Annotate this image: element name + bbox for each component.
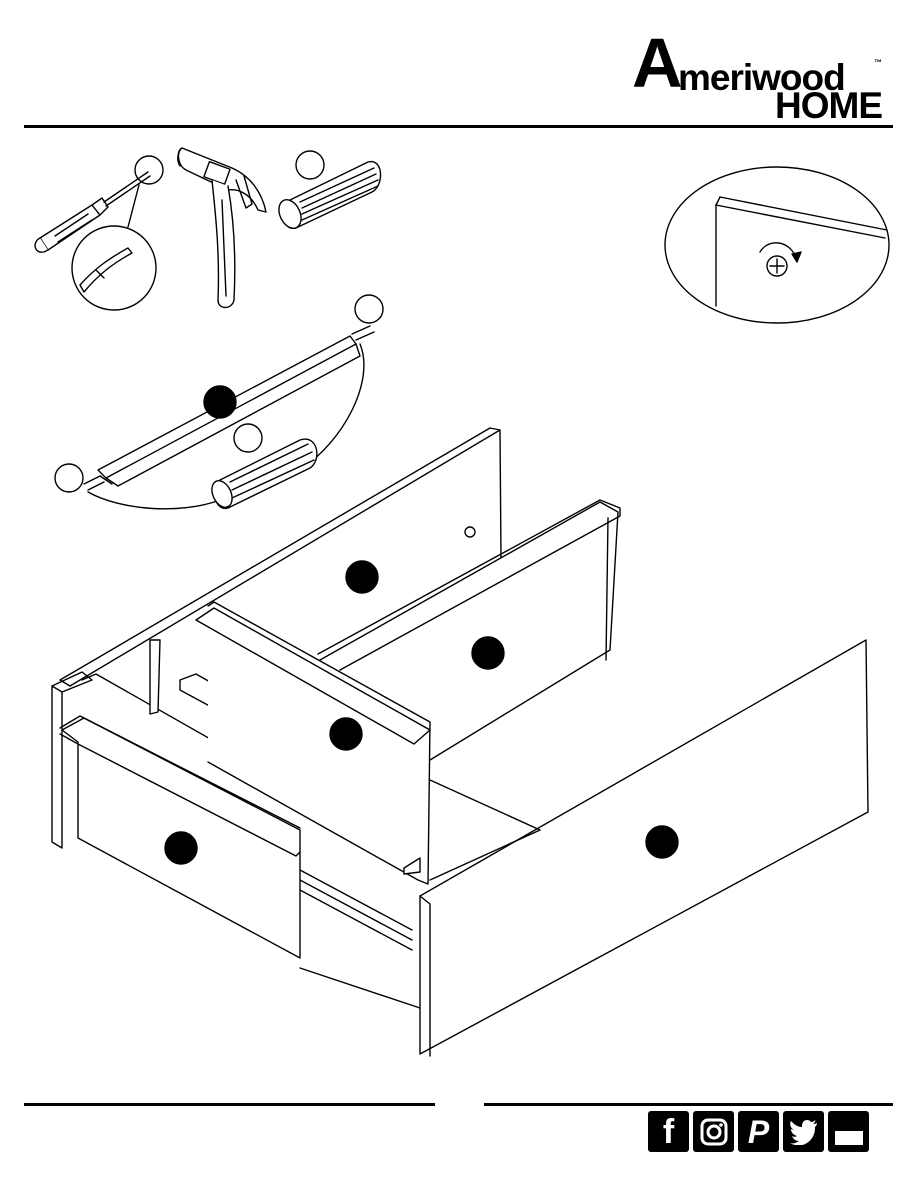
assembly-drawing [0,130,918,1100]
brand-initial: A [632,28,681,98]
brand-logo: A meriwood ™ HOME [632,28,882,123]
cabinet-assembly [52,428,868,1056]
facebook-glyph: f [663,1115,674,1149]
footer-divider-left [24,1103,435,1106]
pinterest-icon[interactable]: P [738,1111,779,1152]
footer-divider-right [484,1103,893,1106]
rail-part [55,295,383,510]
dowel-icon [275,151,381,232]
pinterest-glyph: P [748,1116,769,1148]
trademark-mark: ™ [874,58,882,67]
twitter-glyph [789,1119,819,1145]
social-links: f P [648,1111,869,1155]
header-divider [24,125,893,128]
screwdriver-icon [35,156,163,310]
instagram-glyph [699,1117,729,1147]
cam-lock-detail [665,167,889,323]
facebook-icon[interactable]: f [648,1111,689,1152]
instagram-icon[interactable] [693,1111,734,1152]
hammer-icon [178,148,266,308]
youtube-icon[interactable] [828,1111,869,1152]
youtube-glyph [833,1117,865,1147]
twitter-icon[interactable] [783,1111,824,1152]
brand-subline: HOME [775,86,882,126]
